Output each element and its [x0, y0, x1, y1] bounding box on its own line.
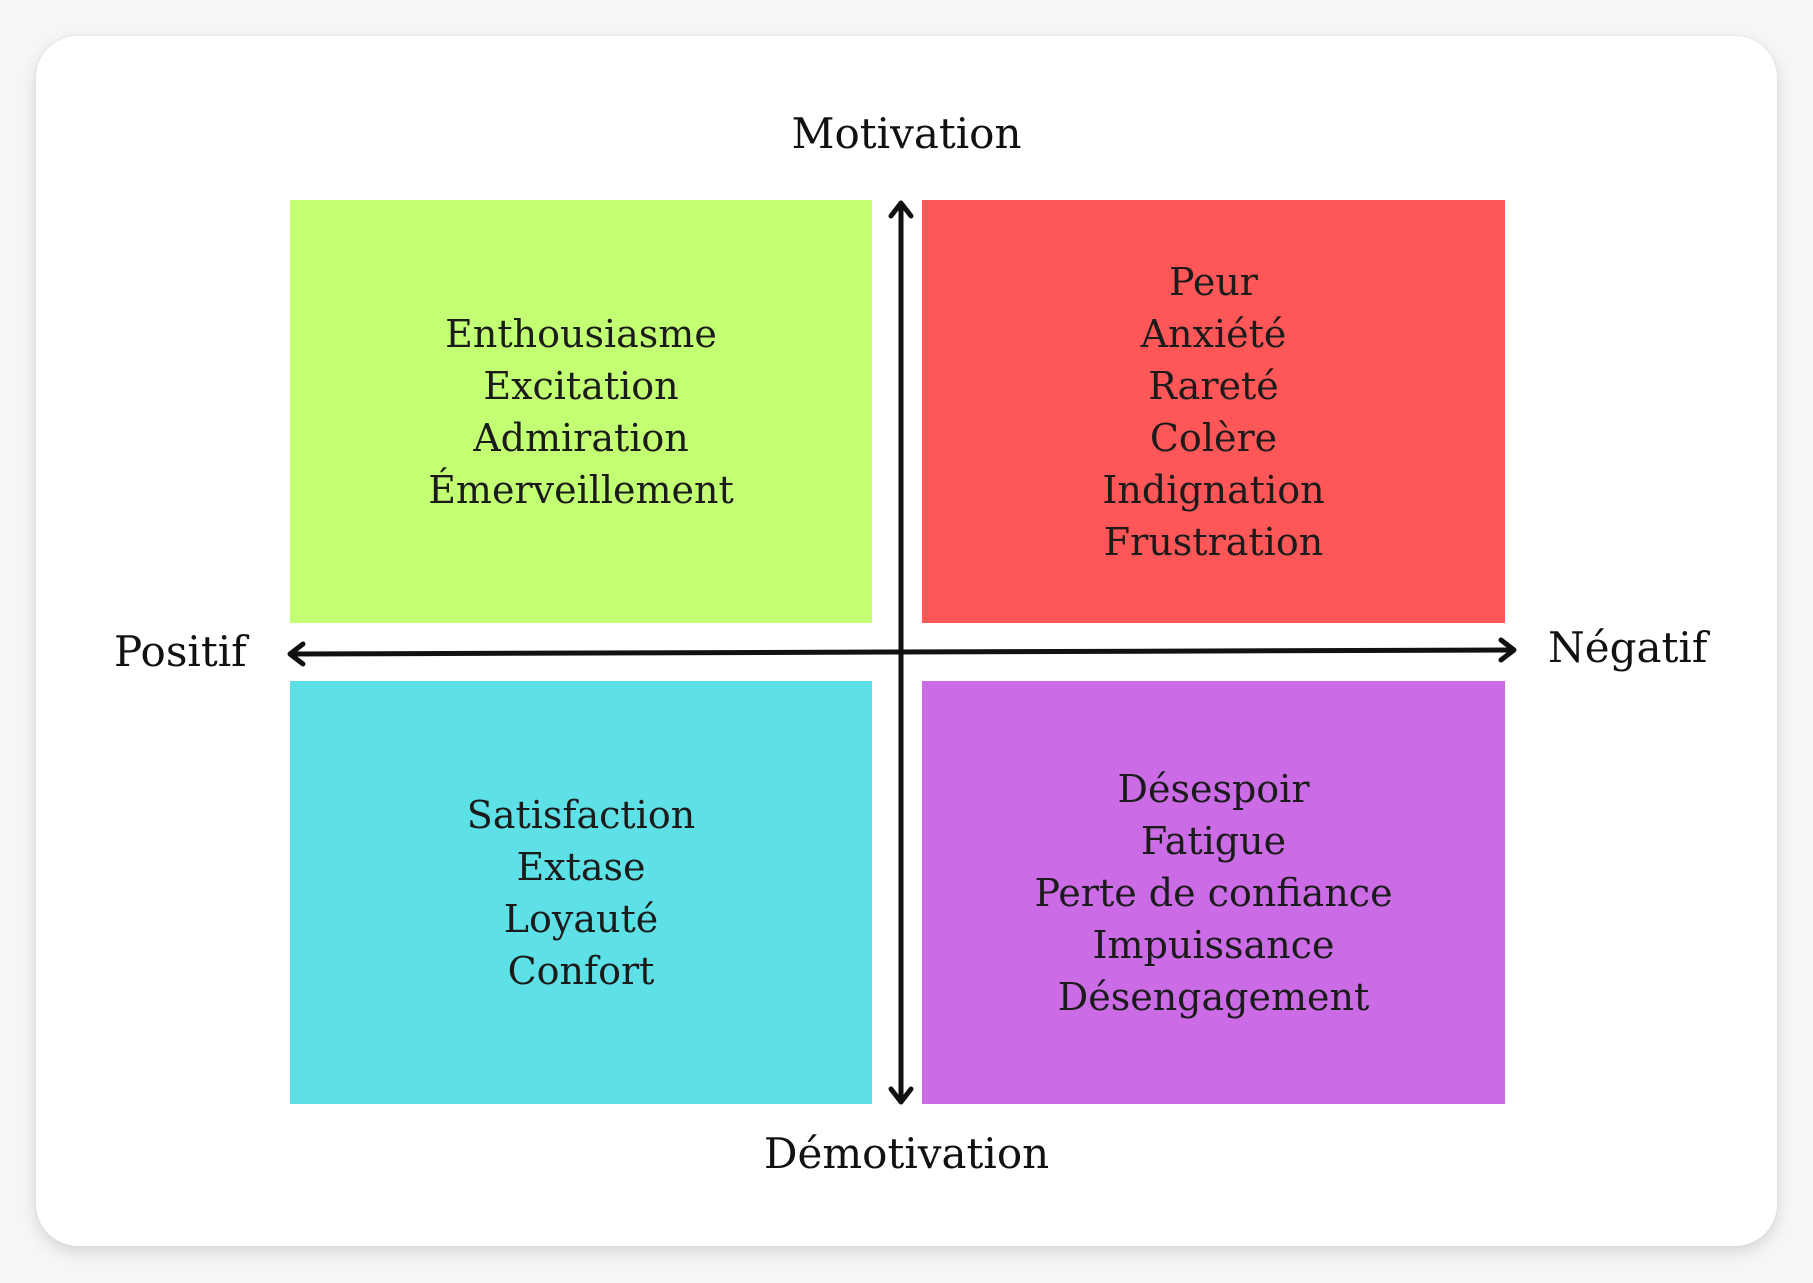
emotion-item: Perte de confiance — [1034, 870, 1393, 915]
axis-label-bottom: Démotivation — [763, 1129, 1050, 1178]
emotion-item: Fatigue — [1140, 818, 1287, 863]
emotion-item: Émerveillement — [428, 467, 734, 512]
axis-label-left: Positif — [114, 627, 247, 676]
emotion-item: Enthousiasme — [445, 311, 717, 356]
arrowhead-down-icon — [888, 1086, 914, 1105]
emotion-item: Satisfaction — [466, 792, 696, 837]
emotion-item: Désengagement — [1057, 974, 1370, 1019]
emotion-item: Admiration — [473, 415, 689, 460]
emotion-item: Colère — [1149, 415, 1278, 460]
emotion-item: Frustration — [1103, 519, 1324, 564]
emotion-item: Excitation — [483, 363, 679, 408]
arrowhead-right-icon — [1498, 637, 1517, 663]
emotion-item: Extase — [516, 844, 646, 889]
emotion-item: Confort — [507, 948, 655, 993]
emotion-item: Peur — [1168, 259, 1258, 304]
emotion-item: Anxiété — [1140, 311, 1287, 356]
emotion-item: Rareté — [1148, 363, 1279, 408]
emotion-item: Impuissance — [1092, 922, 1335, 967]
emotion-item: Désespoir — [1117, 766, 1310, 811]
axis-label-top: Motivation — [791, 109, 1022, 158]
horizontal-axis-line — [289, 647, 1515, 657]
axis-label-right: Négatif — [1548, 623, 1708, 672]
emotion-item: Loyauté — [503, 896, 659, 941]
horizontal-axis-arrow — [287, 637, 1517, 667]
arrowhead-up-icon — [888, 200, 914, 219]
emotion-item: Indignation — [1102, 467, 1325, 512]
arrowhead-left-icon — [287, 641, 306, 667]
